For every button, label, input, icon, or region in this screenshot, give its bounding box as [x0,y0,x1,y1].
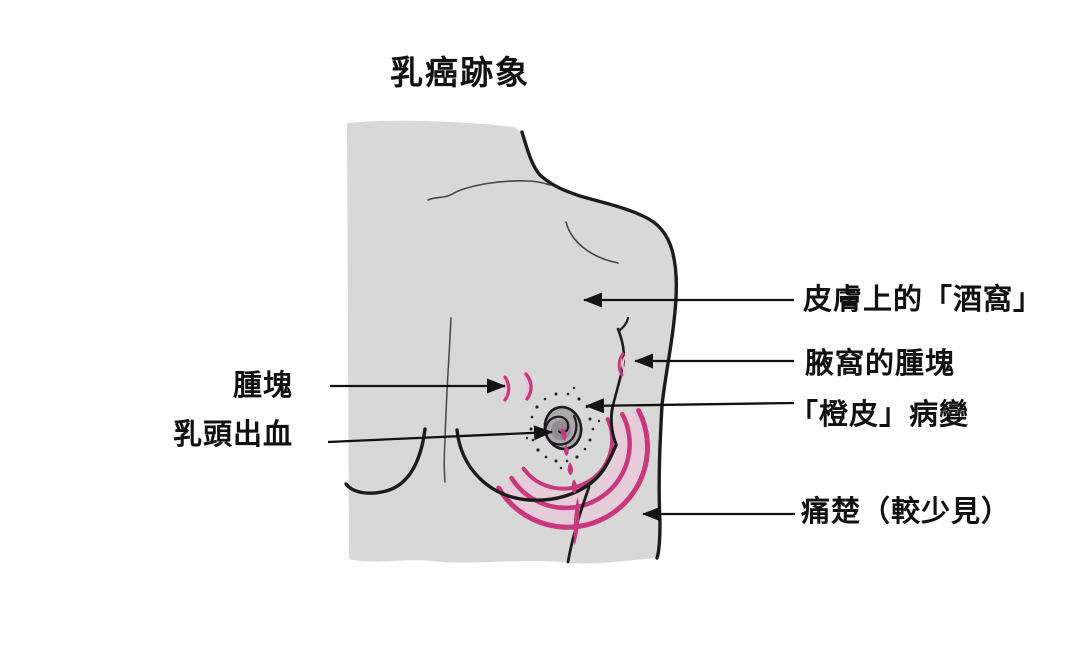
torso-silhouette [347,120,677,564]
label-pain: 痛楚（較少見） [801,494,1012,528]
collarbone-line [427,180,551,201]
neck-shoulder-arm-outline [520,130,679,560]
breast-side-line [609,403,618,446]
shoulder-blade-line [565,221,619,264]
chest-center-line [443,317,452,483]
diagram-title: 乳癌跡象 [390,53,530,92]
left-breast-outline [344,427,427,495]
label-armpit-lump: 腋窩的腫塊 [805,346,956,380]
sketch-lines [427,180,619,483]
annotation-arrows [327,292,795,522]
nipple-bleed-arrow [327,425,553,444]
blood-drops [561,428,580,546]
armpit-fold-branch [617,316,630,333]
label-skin-dimple: 皮膚上的「酒窩」 [803,282,1044,316]
right-breast-outline [455,428,618,502]
armpit-lump-mark [617,352,627,377]
label-orange-peel: 「橙皮」病變 [789,397,970,431]
nipple-swirl [544,414,578,446]
label-lump: 腫塊 [233,368,294,402]
label-nipple-bleed: 乳頭出血 [173,417,294,451]
orange-peel-arrow [585,398,795,414]
